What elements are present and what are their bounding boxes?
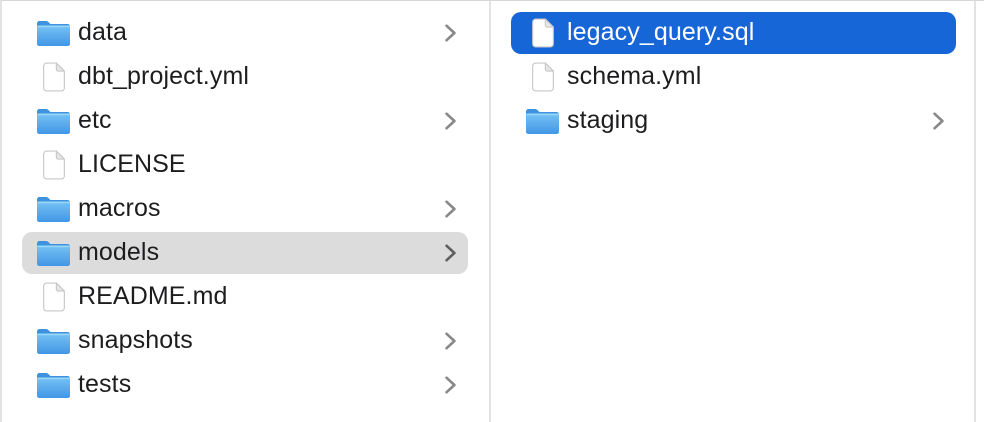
document-icon [531,18,554,48]
item-icon-slot [37,105,70,137]
list-item[interactable]: LICENSE [22,144,468,186]
item-chevron [444,23,459,43]
item-icon-slot [37,237,70,269]
item-label: models [78,237,160,266]
item-icon-slot [37,281,70,313]
chevron-right-icon [445,24,456,42]
column-models-folder: legacy_query.sql schema.yml staging [491,1,976,422]
column-parent-folder: data dbt_project.yml etc LICENSE [2,1,491,422]
item-icon-slot [37,149,70,181]
chevron-right-icon [445,244,456,262]
document-icon [42,282,65,312]
chevron-right-icon [445,332,456,350]
list-item[interactable]: etc [22,100,468,142]
document-icon [42,62,65,92]
folder-icon [37,328,70,354]
item-chevron [444,111,459,131]
item-icon-slot [37,325,70,357]
item-icon-slot [37,193,70,225]
item-icon-slot [37,61,70,93]
list-item[interactable]: macros [22,188,468,230]
item-label: staging [567,105,649,134]
item-chevron [932,111,947,131]
chevron-right-icon [445,376,456,394]
item-chevron [444,199,459,219]
document-icon [531,62,554,92]
item-chevron [444,331,459,351]
item-label: README.md [78,281,228,310]
item-chevron [444,375,459,395]
chevron-right-icon [445,200,456,218]
folder-icon [37,196,70,222]
list-item[interactable]: dbt_project.yml [22,56,468,98]
folder-icon [37,108,70,134]
item-label: schema.yml [567,61,702,90]
folder-icon [37,240,70,266]
document-icon [42,150,65,180]
chevron-right-icon [445,112,456,130]
list-item[interactable]: schema.yml [511,56,956,98]
list-item[interactable]: data [22,12,468,54]
list-item[interactable]: tests [22,364,468,406]
list-item[interactable]: legacy_query.sql [511,12,956,54]
item-label: snapshots [78,325,193,354]
chevron-right-icon [933,112,944,130]
item-icon-slot [526,105,559,137]
item-label: LICENSE [78,149,186,178]
item-icon-slot [37,17,70,49]
folder-icon [37,372,70,398]
item-icon-slot [526,17,559,49]
folder-icon [526,108,559,134]
item-label: legacy_query.sql [567,17,755,46]
item-chevron [444,243,459,263]
item-label: macros [78,193,161,222]
item-icon-slot [526,61,559,93]
item-label: data [78,17,128,46]
item-label: tests [78,369,132,398]
folder-icon [37,20,70,46]
list-item[interactable]: staging [511,100,956,142]
item-label: etc [78,105,112,134]
list-item[interactable]: README.md [22,276,468,318]
list-item[interactable]: models [22,232,468,274]
item-label: dbt_project.yml [78,61,250,90]
item-icon-slot [37,369,70,401]
list-item[interactable]: snapshots [22,320,468,362]
